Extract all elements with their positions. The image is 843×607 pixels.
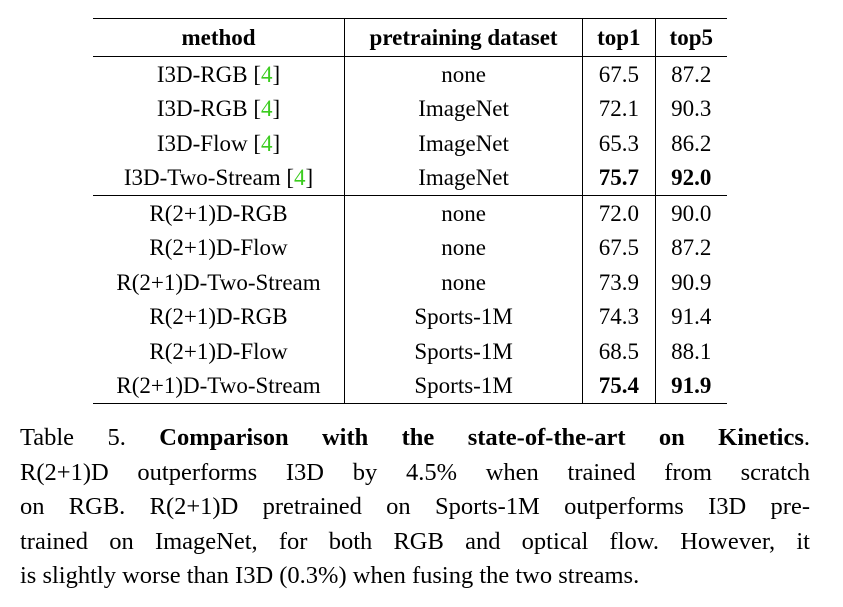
cell-method: R(2+1)D-Two-Stream (93, 265, 345, 300)
cell-top1: 75.4 (582, 368, 656, 404)
cell-top5: 92.0 (654, 160, 727, 196)
header-pretraining-dataset: pretraining dataset (344, 18, 583, 57)
results-table: method pretraining dataset top1 top5 I3D… (93, 18, 727, 404)
cell-method: I3D-RGB [4] (156, 61, 281, 87)
cell-top5: 90.0 (654, 195, 727, 231)
cell-top5: 87.2 (654, 56, 727, 92)
method-name: I3D-RGB (156, 61, 248, 87)
caption-line-4: trained on ImageNet, for both RGB and op… (20, 527, 810, 555)
caption-line-5: is slightly worse than I3D (0.3%) when f… (20, 562, 640, 589)
results-table-container: method pretraining dataset top1 top5 I3D… (93, 18, 727, 404)
caption-line-2: R(2+1)D outperforms I3D by 4.5% when tra… (20, 458, 810, 486)
cell-method: R(2+1)D-Flow (93, 334, 345, 369)
cell-pretraining-dataset: ImageNet (344, 160, 583, 196)
method-name: R(2+1)D-Flow (149, 338, 288, 364)
cell-top1: 67.5 (582, 230, 656, 265)
cell-top1: 72.0 (582, 195, 656, 231)
cell-top5: 90.9 (654, 265, 727, 300)
cell-top1: 65.3 (582, 126, 656, 161)
cell-method: R(2+1)D-RGB (93, 195, 345, 231)
cell-pretraining-dataset: Sports-1M (344, 334, 583, 369)
caption-line-3: on RGB. R(2+1)D pretrained on Sports-1M … (20, 493, 810, 520)
cell-method: R(2+1)D-Two-Stream (93, 369, 345, 404)
cell-top5: 86.2 (654, 126, 727, 161)
cell-pretraining-dataset: none (344, 265, 583, 300)
caption-line-1: Table 5. Comparison with the state-of-th… (20, 421, 810, 456)
header-top5: top5 (654, 18, 727, 57)
cell-method: I3D-Two-Stream [4] (123, 165, 314, 191)
method-name: I3D-Flow (156, 130, 248, 156)
caption-title: Comparison with the state-of-the-art on … (159, 424, 804, 451)
cell-method: I3D-RGB [4] (156, 96, 281, 122)
caption-label: Table 5. (20, 424, 126, 451)
method-name: R(2+1)D-RGB (149, 304, 288, 330)
table-caption: Table 5. Comparison with the state-of-th… (20, 421, 810, 594)
cell-top1: 75.7 (582, 160, 656, 196)
cell-top5: 91.9 (654, 368, 727, 404)
citation-link[interactable]: 4 (261, 61, 273, 87)
cell-top1: 72.1 (582, 91, 656, 126)
cell-pretraining-dataset: ImageNet (344, 91, 583, 126)
cell-top1: 68.5 (582, 334, 656, 369)
cell-pretraining-dataset: none (344, 230, 583, 265)
cell-method: R(2+1)D-RGB (93, 300, 345, 335)
cell-top5: 88.1 (654, 334, 727, 369)
method-name: R(2+1)D-RGB (149, 200, 288, 226)
cell-top5: 90.3 (654, 91, 727, 126)
citation-link[interactable]: 4 (261, 96, 273, 122)
cell-top5: 91.4 (654, 299, 727, 334)
header-method: method (181, 25, 256, 50)
cell-pretraining-dataset: ImageNet (344, 126, 583, 161)
cell-top5: 87.2 (654, 230, 727, 265)
cell-top1: 73.9 (582, 265, 656, 300)
caption-title-period: . (803, 424, 811, 451)
citation-link[interactable]: 4 (261, 130, 273, 156)
cell-pretraining-dataset: none (344, 56, 583, 92)
method-name: R(2+1)D-Flow (149, 235, 288, 261)
cell-top1: 74.3 (582, 299, 656, 334)
header-top1: top1 (582, 18, 656, 57)
table-header-row: method pretraining dataset top1 top5 (93, 18, 727, 57)
cell-top1: 67.5 (582, 56, 656, 92)
citation-link[interactable]: 4 (294, 165, 306, 191)
cell-pretraining-dataset: Sports-1M (344, 299, 583, 334)
cell-method: R(2+1)D-Flow (93, 231, 345, 266)
method-name: I3D-RGB (156, 96, 248, 122)
method-name: I3D-Two-Stream (123, 165, 281, 191)
method-name: R(2+1)D-Two-Stream (116, 269, 321, 295)
cell-pretraining-dataset: none (344, 195, 583, 231)
cell-method: I3D-Flow [4] (156, 130, 281, 156)
method-name: R(2+1)D-Two-Stream (116, 373, 321, 399)
cell-pretraining-dataset: Sports-1M (344, 368, 583, 404)
